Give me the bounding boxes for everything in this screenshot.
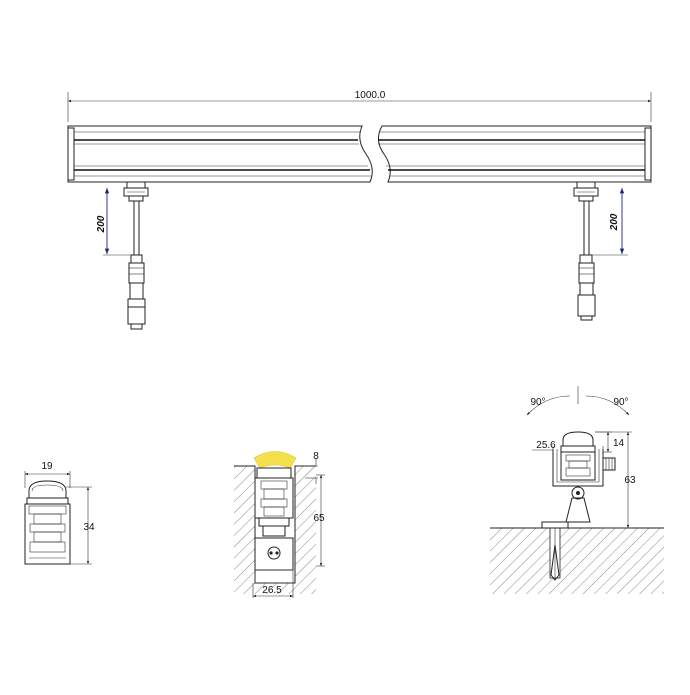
recess-width-dimension: 26.5 (252, 583, 294, 598)
fixture-bar (67, 125, 652, 183)
recess-height-label: 65 (313, 513, 325, 524)
bracket-height-dimension: 63 (595, 431, 636, 529)
recess-top-label: 8 (313, 451, 319, 462)
rotation-indicator: 90° 90° (526, 386, 630, 416)
section-width-label: 19 (41, 461, 53, 472)
bracket-offset-dimension: 14 (595, 431, 625, 453)
light-emission (253, 451, 297, 469)
recessed-installation-view: 8 65 26.5 (234, 451, 325, 598)
bracket-mount-view: 90° 90° (490, 386, 664, 594)
fixture-long-view: 1000.0 (67, 90, 652, 330)
section-height-label: 34 (83, 522, 95, 533)
bracket-height-label: 63 (624, 475, 636, 486)
rotation-right-label: 90° (613, 397, 628, 408)
section-height-dimension: 34 (66, 486, 95, 565)
bracket-offset-label: 14 (613, 438, 625, 449)
bracket-width-dimension: 25.6 (532, 440, 604, 452)
overall-length-label: 1000.0 (355, 90, 386, 101)
recess-width-label: 26.5 (262, 585, 282, 596)
rotation-left-label: 90° (530, 397, 545, 408)
left-cable-length-label: 200 (96, 215, 107, 233)
section-width-dimension: 19 (24, 461, 71, 488)
right-cable-dimension: 200 (592, 181, 628, 256)
left-cable-dimension: 200 (96, 181, 131, 256)
right-cable-length-label: 200 (609, 213, 620, 231)
recess-height-dimension: 65 (313, 474, 325, 567)
profile-section-view: 19 34 (24, 461, 95, 565)
bracket-width-label: 25.6 (536, 440, 556, 451)
right-cable-connector (573, 181, 599, 321)
overall-length-dimension: 1000.0 (67, 90, 652, 122)
recess-top-dimension: 8 (295, 451, 319, 484)
left-cable-connector (123, 181, 149, 330)
section-profile (24, 480, 71, 565)
